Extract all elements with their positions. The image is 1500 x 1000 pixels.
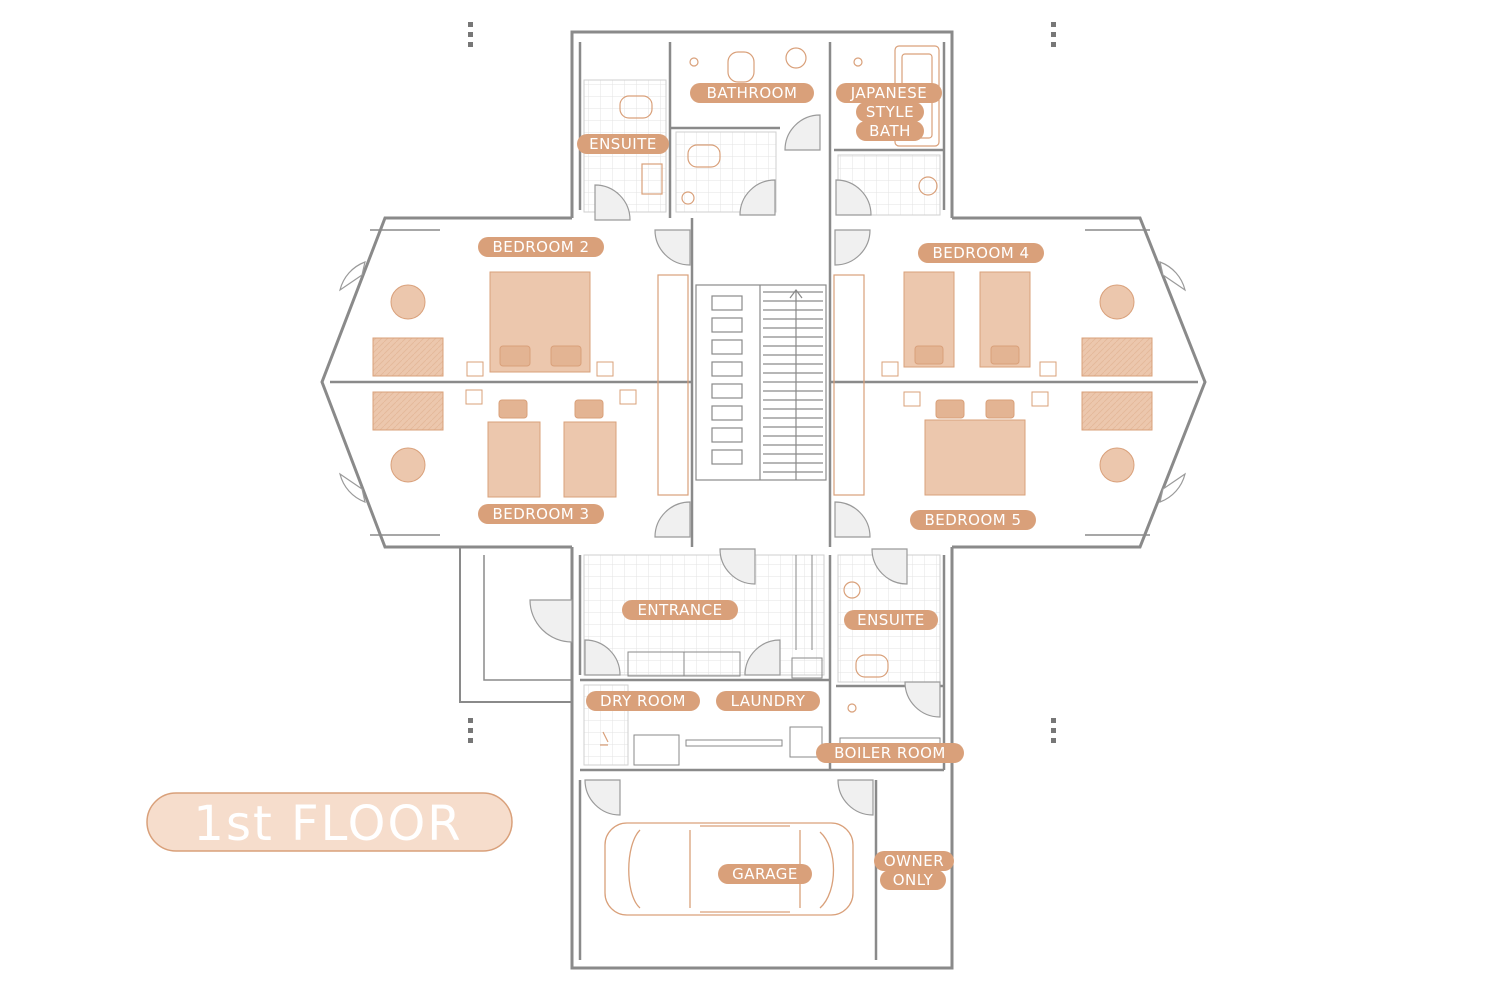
label-bedroom-4: BEDROOM 4 bbox=[918, 243, 1044, 263]
beds bbox=[372, 271, 1153, 498]
stair-block bbox=[711, 449, 743, 465]
svg-text:ONLY: ONLY bbox=[893, 871, 934, 889]
doors bbox=[339, 114, 1186, 816]
svg-text:LAUNDRY: LAUNDRY bbox=[731, 692, 806, 710]
stair-block bbox=[711, 405, 743, 421]
inner-walls bbox=[330, 42, 1198, 960]
stair-block bbox=[711, 361, 743, 377]
svg-text:BEDROOM 2: BEDROOM 2 bbox=[492, 238, 589, 256]
svg-text:BEDROOM 4: BEDROOM 4 bbox=[932, 244, 1029, 262]
svg-text:ENSUITE: ENSUITE bbox=[589, 135, 657, 153]
svg-text:OWNER: OWNER bbox=[884, 852, 944, 870]
floor-title-badge: 1st FLOOR bbox=[146, 792, 513, 852]
stair-block bbox=[711, 383, 743, 399]
svg-text:BEDROOM 5: BEDROOM 5 bbox=[924, 511, 1021, 529]
stair-block bbox=[711, 427, 743, 443]
label-owner-only: OWNER ONLY bbox=[874, 851, 954, 890]
label-ensuite-top: ENSUITE bbox=[577, 134, 669, 154]
label-dry-room: DRY ROOM bbox=[586, 691, 700, 711]
label-garage: GARAGE bbox=[718, 864, 812, 884]
floor-title: 1st FLOOR bbox=[193, 796, 462, 852]
stair-block bbox=[711, 295, 743, 311]
label-bedroom-3: BEDROOM 3 bbox=[478, 504, 604, 524]
wardrobes bbox=[657, 274, 865, 496]
staircase bbox=[695, 284, 827, 481]
label-bedroom-2: BEDROOM 2 bbox=[478, 237, 604, 257]
stair-block bbox=[711, 317, 743, 333]
stair-block bbox=[711, 339, 743, 355]
svg-text:BATHROOM: BATHROOM bbox=[707, 84, 798, 102]
label-ensuite-bottom: ENSUITE bbox=[844, 610, 938, 630]
svg-text:BEDROOM 3: BEDROOM 3 bbox=[492, 505, 589, 523]
svg-text:BOILER ROOM: BOILER ROOM bbox=[834, 744, 946, 762]
label-laundry: LAUNDRY bbox=[716, 691, 820, 711]
car-outline bbox=[604, 822, 854, 916]
label-japanese-style-bath: JAPANESE STYLE BATH bbox=[836, 83, 942, 141]
svg-text:JAPANESE: JAPANESE bbox=[850, 84, 927, 102]
svg-text:BATH: BATH bbox=[869, 122, 911, 140]
label-entrance: ENTRANCE bbox=[622, 600, 738, 620]
svg-text:STYLE: STYLE bbox=[866, 103, 914, 121]
label-bedroom-5: BEDROOM 5 bbox=[910, 510, 1036, 530]
svg-text:ENTRANCE: ENTRANCE bbox=[637, 601, 722, 619]
label-bathroom: BATHROOM bbox=[690, 83, 814, 103]
grid-markers bbox=[468, 22, 1056, 743]
svg-text:DRY ROOM: DRY ROOM bbox=[600, 692, 686, 710]
svg-text:GARAGE: GARAGE bbox=[732, 865, 798, 883]
svg-text:ENSUITE: ENSUITE bbox=[857, 611, 925, 629]
label-boiler-room: BOILER ROOM bbox=[816, 743, 964, 763]
